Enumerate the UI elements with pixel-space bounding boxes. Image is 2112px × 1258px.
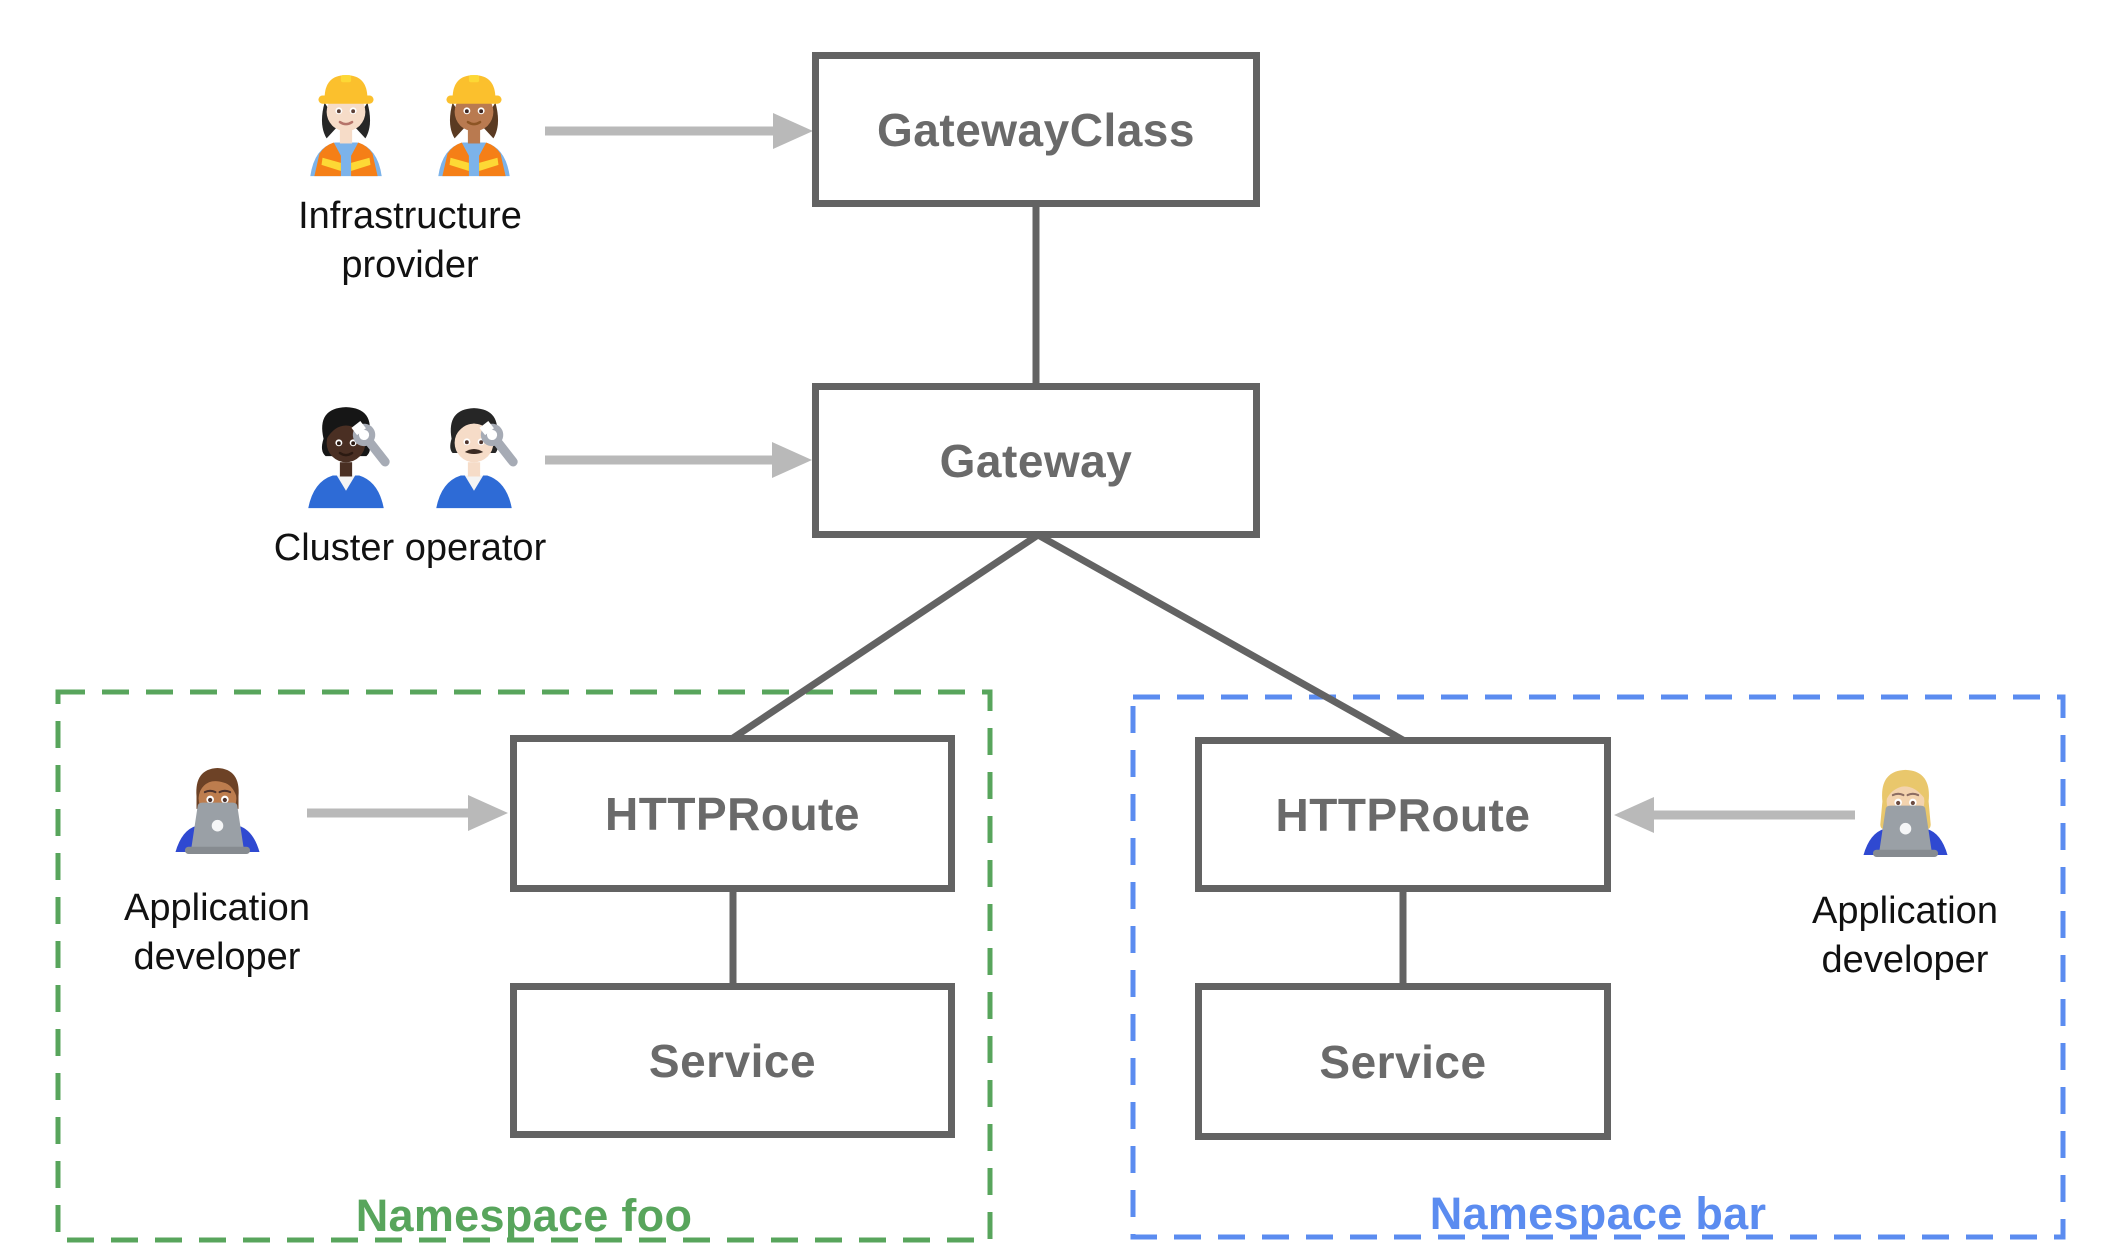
node-service-foo: Service [510,983,955,1138]
infrastructure-provider-icons [295,60,525,178]
cluster-operator-label: Cluster operator [273,527,547,569]
edge-gateway-httproute-bar [1036,531,1405,744]
persona-app-developer-foo: Application developer [57,752,377,982]
node-httproute-bar: HTTPRoute [1195,737,1611,892]
woman-construction-worker-medium-icon [438,75,510,177]
persona-app-developer-bar: Application developer [1745,755,2065,985]
persona-infrastructure-provider: Infrastructure provider [250,60,570,290]
app-developer-foo-label: Application developer [124,887,310,978]
persona-cluster-operator: Cluster operator [250,392,570,573]
namespace-bar-label: Namespace bar [1429,1188,1767,1239]
arrow-app-developer-foo-head [468,795,508,831]
mechanic-dark-icon [308,407,390,509]
edge-gateway-httproute-foo [731,532,1040,741]
node-httproute-foo: HTTPRoute [510,735,955,892]
cluster-operator-icons [295,392,525,510]
app-developer-foo-icons [165,752,270,870]
namespace-foo-label: Namespace foo [355,1190,693,1241]
node-service-bar: Service [1195,983,1611,1140]
arrow-cluster-operator-head [772,442,812,478]
node-gatewayclass: GatewayClass [812,52,1260,207]
woman-construction-worker-light-icon [310,75,382,177]
woman-technologist-light-icon [1863,769,1947,858]
app-developer-bar-icons [1853,755,1958,873]
man-mechanic-light-icon [436,408,518,509]
man-technologist-medium-icon [175,767,259,855]
infrastructure-provider-label: Infrastructure provider [298,195,522,286]
arrow-app-developer-bar-head [1614,797,1654,833]
node-gateway: Gateway [812,383,1260,538]
arrow-infrastructure-provider-head [773,113,813,149]
app-developer-bar-label: Application developer [1812,890,1998,981]
